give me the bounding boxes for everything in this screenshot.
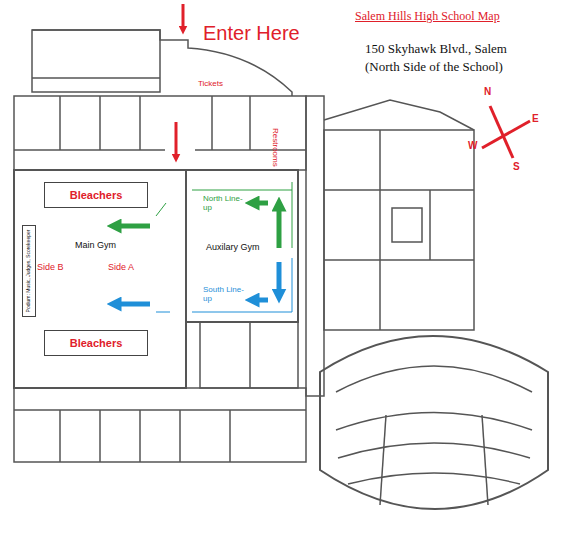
wall-line <box>229 410 231 462</box>
wall-line <box>99 96 101 150</box>
wall-line <box>99 410 101 462</box>
node-label: Podium: Music, Judges, Scorekeeper <box>26 230 32 313</box>
node-label: Bleachers <box>70 189 123 201</box>
stage-edge <box>336 366 532 392</box>
wall-line <box>392 208 422 242</box>
rooms <box>200 322 298 388</box>
wall-line <box>59 410 61 462</box>
side-label: Side A <box>108 263 134 273</box>
lineup-label: North Line-up <box>203 195 245 213</box>
compass <box>482 106 530 158</box>
wall-line <box>338 443 530 458</box>
building-walls <box>14 30 548 509</box>
wall-line <box>139 410 141 462</box>
lineup-line <box>192 190 292 191</box>
aux-gym-wall <box>186 170 298 322</box>
podium-box: Podium: Music, Judges, Scorekeeper <box>22 225 36 317</box>
wall-line <box>14 409 306 411</box>
compass-needle <box>482 121 530 148</box>
entrance-block <box>32 30 160 92</box>
compass-letter: W <box>468 140 477 151</box>
wall-line <box>348 473 520 484</box>
node-label: Bleachers <box>70 337 123 349</box>
green-arrow <box>252 201 268 206</box>
node-label: Auxilary Gym <box>206 243 260 253</box>
corridor <box>306 96 324 396</box>
lineup-line <box>292 258 293 312</box>
main-gym-wall <box>14 170 186 388</box>
wall <box>324 100 474 130</box>
wall-line <box>179 410 181 462</box>
wall-line <box>14 149 165 151</box>
wall-line <box>195 149 306 151</box>
theater-outline <box>320 336 548 509</box>
entry-arrow <box>182 4 185 30</box>
wall-line <box>429 190 431 260</box>
node-label: Main Gym <box>75 241 116 251</box>
side-label: Side B <box>37 263 64 273</box>
compass-letter: E <box>532 113 539 124</box>
compass-letter: N <box>484 86 491 97</box>
map-title: Salem Hills High School Map <box>355 10 500 23</box>
east-rooms <box>324 130 474 330</box>
lineup-line <box>156 203 166 216</box>
address: 150 Skyhawk Blvd., Salem <box>365 42 507 56</box>
entry-arrow <box>175 122 178 158</box>
south-rooms <box>14 388 306 462</box>
blue-arrow <box>252 298 268 303</box>
gym-room: Main GymBleachersBleachersPodium: Music,… <box>14 170 186 388</box>
north-rooms <box>14 96 306 170</box>
wall-line <box>211 96 213 150</box>
wall-line <box>379 130 381 330</box>
green-arrow <box>277 204 282 248</box>
wall-line <box>139 96 141 150</box>
wall-line <box>59 96 61 150</box>
green-arrow <box>114 224 150 229</box>
room-label: Restrooms <box>270 128 279 167</box>
route-arrows <box>114 4 292 312</box>
room-label: Tickets <box>198 80 223 89</box>
address-note: (North Side of the School) <box>365 60 503 74</box>
wall-line <box>482 415 488 505</box>
wall <box>32 77 160 79</box>
wall-line <box>249 322 251 388</box>
wall-line <box>324 189 474 191</box>
blue-arrow <box>277 262 282 296</box>
wall-line <box>324 259 474 261</box>
lineup-line <box>156 312 170 313</box>
wall-line <box>249 96 251 150</box>
bleachers-box: Bleachers <box>44 330 148 356</box>
entry-label: Enter Here <box>203 22 300 44</box>
lineup-line <box>292 182 293 248</box>
lineup-label: South Line-up <box>203 286 245 304</box>
gym-room: Auxilary Gym <box>186 170 298 322</box>
blue-arrow <box>114 302 150 307</box>
wall-line <box>380 415 386 505</box>
compass-letter: S <box>513 161 520 172</box>
lineup-line <box>192 312 292 313</box>
bleachers-box: Bleachers <box>44 182 148 208</box>
wall-line <box>336 413 532 431</box>
